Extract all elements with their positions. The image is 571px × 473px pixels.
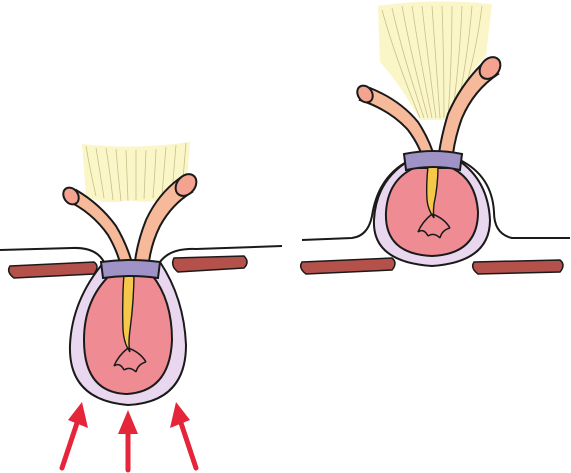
right-panel [301, 1, 570, 274]
up-arrow-icon [170, 402, 196, 468]
left-muscle-bar-right [173, 256, 247, 272]
up-arrow-icon [62, 402, 88, 468]
left-ring [101, 260, 160, 278]
right-ring [404, 151, 462, 170]
right-muscle-bar-left [301, 258, 395, 274]
right-muscle-bar-right [473, 260, 563, 274]
left-panel [0, 142, 282, 470]
left-muscle-bar-left [9, 262, 97, 278]
up-arrow-icon [118, 410, 138, 470]
